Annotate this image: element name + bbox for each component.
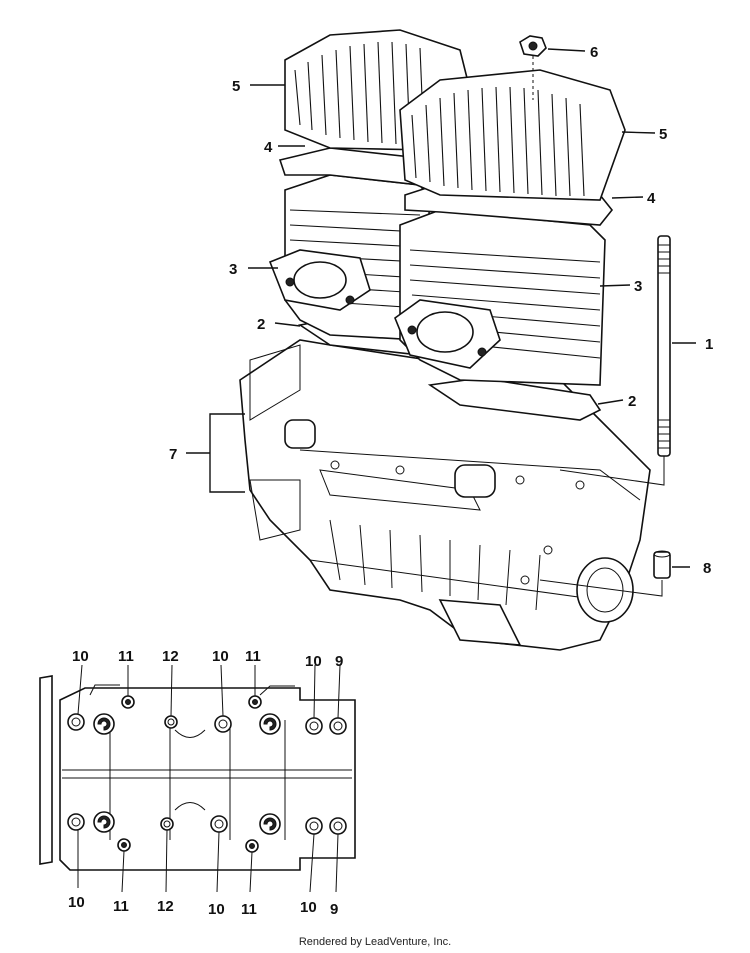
callout-3-left: 3 xyxy=(229,261,237,278)
callout-10-bottom-3: 10 xyxy=(300,899,317,916)
head-nut xyxy=(519,35,547,100)
cylinder-right xyxy=(394,209,606,386)
callout-10-bottom-2: 10 xyxy=(208,901,225,918)
engine-assembly xyxy=(239,29,671,651)
callout-11-bottom-1: 11 xyxy=(113,898,129,915)
cylinder-head-right xyxy=(399,69,626,201)
lower-leader-lines xyxy=(77,664,341,893)
callout-6: 6 xyxy=(590,44,598,61)
dowel-pin xyxy=(539,550,671,597)
callout-11-top-1: 11 xyxy=(118,648,134,665)
upper-leader-lines xyxy=(186,48,696,568)
crankcase xyxy=(239,339,651,651)
callout-12-top: 12 xyxy=(162,648,179,665)
callout-3-right: 3 xyxy=(634,278,642,295)
cylinder-left xyxy=(268,174,431,341)
callout-5-left: 5 xyxy=(232,78,240,95)
callout-10-top-1: 10 xyxy=(72,648,89,665)
callout-4-left: 4 xyxy=(264,139,273,156)
callout-5-right: 5 xyxy=(659,126,667,143)
callout-2-right: 2 xyxy=(628,393,636,410)
upper-callouts: 1 2 2 3 3 4 4 5 5 6 7 8 xyxy=(169,44,713,577)
callout-11-top-2: 11 xyxy=(245,648,261,665)
callout-9-bottom: 9 xyxy=(330,901,338,918)
callout-4-right: 4 xyxy=(647,190,656,207)
callout-1: 1 xyxy=(705,336,713,353)
callout-10-top-2: 10 xyxy=(212,648,229,665)
footer-credit: Rendered by LeadVenture, Inc. xyxy=(298,936,452,948)
callout-11-bottom-2: 11 xyxy=(241,901,257,918)
callout-7: 7 xyxy=(169,446,177,463)
callout-12-bottom: 12 xyxy=(157,898,174,915)
lower-callouts-top: 10 11 12 10 11 10 9 xyxy=(72,648,343,670)
lower-callouts-bottom: 10 11 12 10 11 10 9 xyxy=(68,894,338,918)
stud xyxy=(559,235,671,486)
callout-8: 8 xyxy=(703,560,711,577)
callout-10-bottom-1: 10 xyxy=(68,894,85,911)
callout-10-top-3: 10 xyxy=(305,653,322,670)
callout-2-left: 2 xyxy=(257,316,265,333)
callout-9-top: 9 xyxy=(335,653,343,670)
crankcase-bottom-view xyxy=(39,675,356,871)
